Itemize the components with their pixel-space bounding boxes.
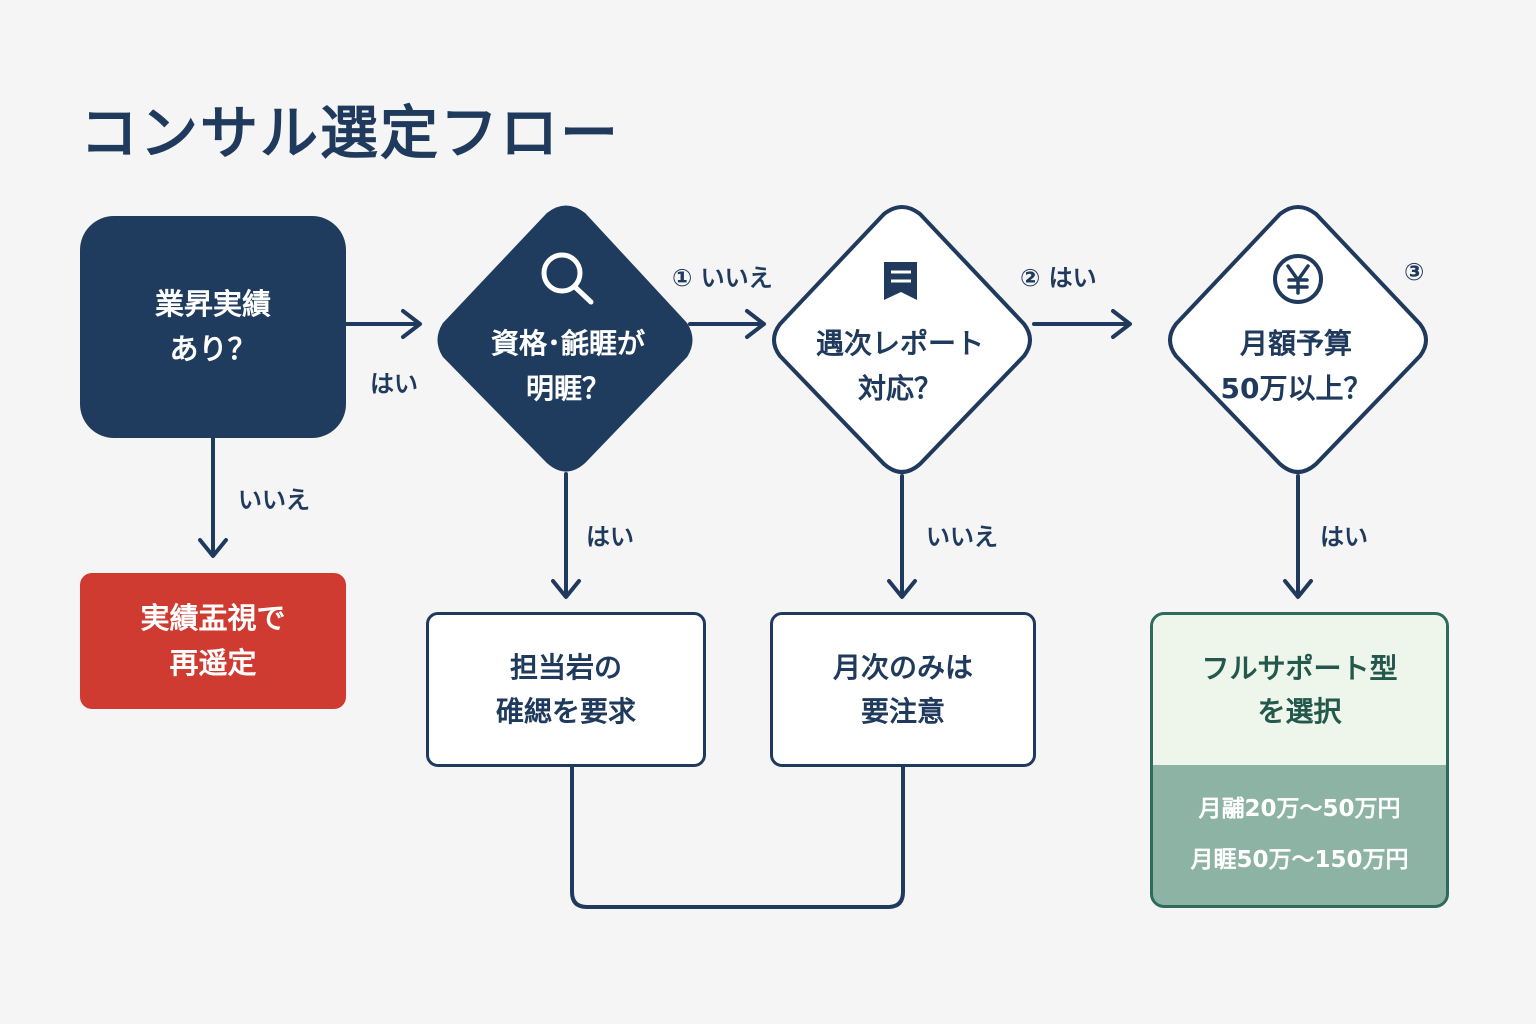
start-node-line1: 業昇実績 — [154, 287, 271, 322]
final-line1: フルサポート型 — [1201, 651, 1398, 685]
decision-diamond-3 — [1168, 205, 1428, 474]
start-node-line2: あり？ — [169, 332, 257, 366]
label-d3-yes: はい — [1320, 523, 1368, 551]
decision1-line1: 資格･毹睚が — [490, 327, 645, 360]
final-line2: を選択 — [1257, 695, 1342, 728]
yen-icon — [1273, 254, 1323, 304]
final-node-prices: 月鬴20万～50万円 月睚50万～150万円 — [1153, 765, 1446, 905]
final-node-header: フルサポート型 を選択 — [1153, 615, 1446, 765]
reject-node-line1: 実績盂視で — [140, 601, 286, 636]
arrowhead-d3-to-final — [1283, 579, 1313, 599]
action1-node: 担当岩の 碓緦を要求 — [426, 612, 706, 767]
label-d3-number: ③ — [1404, 258, 1425, 286]
arrowhead-d1-to-a1 — [551, 579, 581, 599]
action2-node: 月次のみは 要注意 — [770, 612, 1036, 767]
action2-line1: 月次のみは — [832, 651, 973, 685]
arrowhead-d2-to-a2 — [887, 579, 917, 599]
final-node: フルサポート型 を選択 月鬴20万～50万円 月睚50万～150万円 — [1150, 612, 1449, 908]
decision3-text: 月額予算 50万以上？ — [1196, 322, 1396, 412]
arrowhead-d2-to-d3 — [1111, 309, 1132, 339]
label-d2-no: いいえ — [926, 523, 998, 551]
report-icon — [884, 262, 917, 300]
decision3-line2: 50万以上？ — [1220, 371, 1372, 405]
join-connector — [570, 765, 905, 909]
decision1-text: 資格･毹睚が 明睚？ — [478, 322, 658, 412]
decision2-text: 遇次レポート 対応？ — [800, 322, 1000, 412]
decision2-line1: 遇次レポート — [815, 327, 984, 360]
label-start-no: いいえ — [238, 486, 310, 514]
search-icon — [541, 252, 594, 305]
action1-line1: 担当岩の — [509, 651, 622, 685]
final-price1: 月鬴20万～50万円 — [1198, 796, 1401, 823]
decision-diamond-2 — [772, 205, 1032, 474]
decision-diamond-1 — [437, 205, 693, 472]
arrowhead-d1-to-d2 — [745, 309, 766, 339]
label-d2-yes: ② はい — [1020, 264, 1097, 292]
reject-node: 実績盂視で 再遥定 — [80, 573, 346, 709]
arrowhead-start-to-reject — [198, 538, 228, 558]
arrowhead-start-to-d1 — [401, 309, 422, 339]
label-d1-no: ① いいえ — [672, 264, 773, 292]
decision2-line2: 対応？ — [857, 371, 942, 405]
label-start-yes: はい — [370, 370, 418, 398]
action1-line2: 碓緦を要求 — [495, 694, 636, 728]
final-price2: 月睚50万～150万円 — [1190, 847, 1409, 873]
reject-node-line2: 再遥定 — [169, 646, 257, 680]
start-node: 業昇実績 あり？ — [80, 216, 346, 438]
label-d1-yes: はい — [586, 523, 634, 551]
decision3-line1: 月額予算 — [1239, 327, 1352, 360]
page-title: コンサル選定フロー — [80, 99, 621, 167]
action2-line2: 要注意 — [860, 694, 945, 728]
decision1-line2: 明睚？ — [525, 371, 610, 405]
